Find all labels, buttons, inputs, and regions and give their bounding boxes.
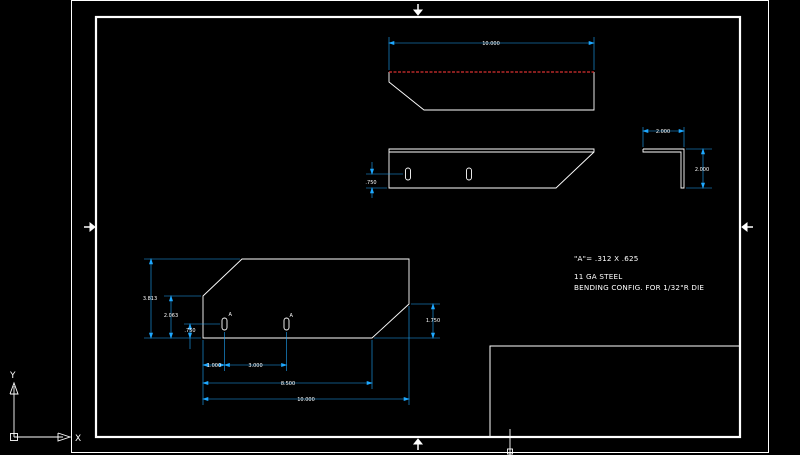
flat-pattern-slot-1 — [221, 317, 228, 331]
front-view-slot-2 — [466, 167, 472, 181]
ucs-x-label: X — [75, 434, 81, 444]
front-view-slot-1 — [405, 167, 411, 181]
top-view-length-dimension-lines — [388, 37, 595, 70]
flat-pattern-slot-2 — [283, 317, 290, 331]
front-view-outline — [388, 148, 595, 189]
crosshair-cursor-icon — [507, 429, 513, 455]
flat-pattern-left-edge-dim: 2.063 — [164, 313, 178, 319]
flat-pattern-dimension-lines — [144, 258, 440, 405]
end-view-leg-dim: 2.000 — [695, 167, 709, 173]
sheet-inner-border — [94, 15, 742, 439]
center-arrow-right-icon — [741, 221, 753, 233]
flat-pattern-hole1-dim: 1.000 — [207, 363, 221, 369]
flat-pattern-hole-label-1: A — [229, 312, 233, 318]
end-view-dimension-lines — [642, 127, 712, 189]
end-view-flange-dim: 2.000 — [656, 129, 670, 135]
note-hole-spec: "A"= .312 X .625 — [574, 254, 639, 263]
flat-pattern-bottom-length-dim: 8.500 — [281, 381, 295, 387]
flat-pattern-right-edge-dim: 1.750 — [426, 318, 440, 324]
sheet-outer-border — [71, 0, 769, 453]
flat-pattern-overall-length-dim: 10.000 — [297, 397, 315, 403]
front-view-hole-height-dim: .750 — [365, 180, 376, 186]
front-view-hole-height-dimension-lines — [366, 162, 403, 198]
ucs-icon — [9, 381, 72, 442]
note-material: 11 GA STEEL — [574, 272, 622, 281]
ucs-y-label: Y — [9, 371, 16, 381]
note-bending: BENDING CONFIG. FOR 1/32"R DIE — [574, 283, 704, 292]
end-view-outline — [642, 148, 685, 189]
flat-pattern-hole-label-2: A — [290, 313, 294, 319]
center-arrow-left-icon — [84, 221, 96, 233]
center-arrow-bottom-icon — [412, 438, 424, 450]
flat-pattern-hole-height-dim: .750 — [184, 328, 195, 334]
top-view-length-dim: 10.000 — [482, 41, 500, 47]
flat-pattern-height-dim: 3.813 — [143, 296, 157, 302]
flat-pattern-hole-spacing-dim: 3.000 — [248, 363, 262, 369]
top-view-outline — [388, 72, 595, 111]
center-arrow-top-icon — [412, 4, 424, 16]
flat-pattern-outline — [202, 258, 410, 339]
title-block — [489, 345, 740, 437]
